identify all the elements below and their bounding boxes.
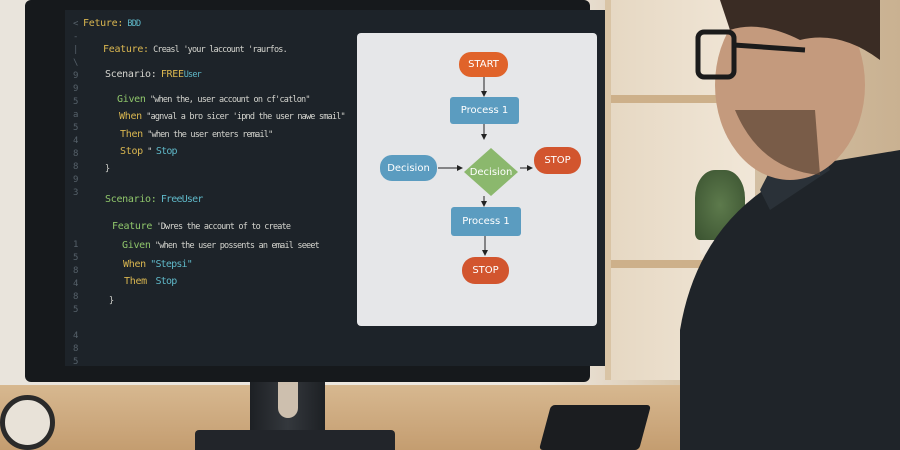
code-text: "agnval a bro sicer 'ipnd the user nawe …: [146, 112, 345, 122]
code-line: When "agnval a bro sicer 'ipnd the user …: [119, 111, 346, 122]
phone: [538, 405, 652, 450]
process-node: Process 1: [450, 97, 519, 124]
person: [680, 0, 900, 450]
code-text: FREE: [160, 69, 184, 80]
code-text: "when the, user account on cf'catlon": [149, 95, 311, 105]
code-line: Then "when the user enters remail": [120, 129, 273, 140]
keyword: Feature: [112, 221, 153, 232]
flowchart-panel: START Process 1 Decision Decision STOP P…: [357, 33, 597, 326]
alarm-clock: [0, 395, 55, 450]
code-text: Stop: [155, 146, 178, 157]
line-number-gutter: < - | \ 9 9 5 a 5 4 8 8 9 3 1 5 8 4 8 5 …: [73, 19, 79, 366]
code-line: Given "when the, user account on cf'catl…: [117, 94, 310, 105]
code-line: Scenario: FREEUser: [105, 69, 202, 80]
keyword: When: [123, 259, 146, 270]
code-line: Them Stop: [124, 276, 178, 287]
code-line: Scenario: FreeUser: [105, 194, 203, 205]
keyword: Feature:: [103, 44, 149, 55]
keyword: Then: [120, 129, 143, 140]
keyword: Scenario:: [105, 69, 157, 80]
process-node: Process 1: [451, 207, 521, 236]
keyword: Given: [122, 240, 151, 251]
code-text: "when the user possents an email seeet: [154, 241, 320, 251]
code-line: }: [109, 296, 114, 306]
keyword: Scenario:: [105, 194, 157, 205]
decision-node: Decision: [380, 155, 437, 181]
code-line: }: [105, 164, 110, 174]
code-text: Stop: [155, 276, 178, 287]
code-text: 'Dwres the account of to create: [156, 222, 291, 232]
monitor-screen: < - | \ 9 9 5 a 5 4 8 8 9 3 1 5 8 4 8 5 …: [65, 10, 605, 366]
keyword: Given: [117, 94, 146, 105]
keyword: Feture:: [83, 18, 124, 29]
code-line: Feature 'Dwres the account of to create: [112, 221, 291, 232]
code-line: Feture: BDD: [83, 18, 141, 29]
code-text: BDD: [127, 19, 141, 29]
monitor: < - | \ 9 9 5 a 5 4 8 8 9 3 1 5 8 4 8 5 …: [25, 0, 605, 382]
stop-node: STOP: [534, 147, 581, 174]
code-text: "Stepsi": [150, 259, 193, 270]
keyword: Them: [124, 276, 147, 287]
code-text: Creasl 'your laccount 'raurfos.: [153, 45, 288, 55]
keyword: Stop: [120, 146, 143, 157]
code-line: When "Stepsi": [123, 259, 193, 270]
code-text: User: [183, 70, 202, 80]
code-text: ": [147, 147, 152, 157]
keyword: When: [119, 111, 142, 122]
stop-node: STOP: [462, 257, 509, 284]
monitor-base: [195, 430, 395, 450]
flowchart-arrows: [438, 77, 533, 256]
stand-cable-hole: [278, 370, 298, 418]
code-line: Stop " Stop: [120, 146, 178, 157]
code-line: Feature: Creasl 'your laccount 'raurfos.: [103, 44, 288, 55]
decision-diamond: [464, 148, 518, 196]
code-line: Given "when the user possents an email s…: [122, 240, 320, 251]
code-text: "when the user enters remail": [147, 130, 273, 140]
decision-label: Decision: [469, 166, 513, 178]
code-text: FreeUser: [160, 194, 204, 205]
start-node: START: [459, 52, 508, 77]
